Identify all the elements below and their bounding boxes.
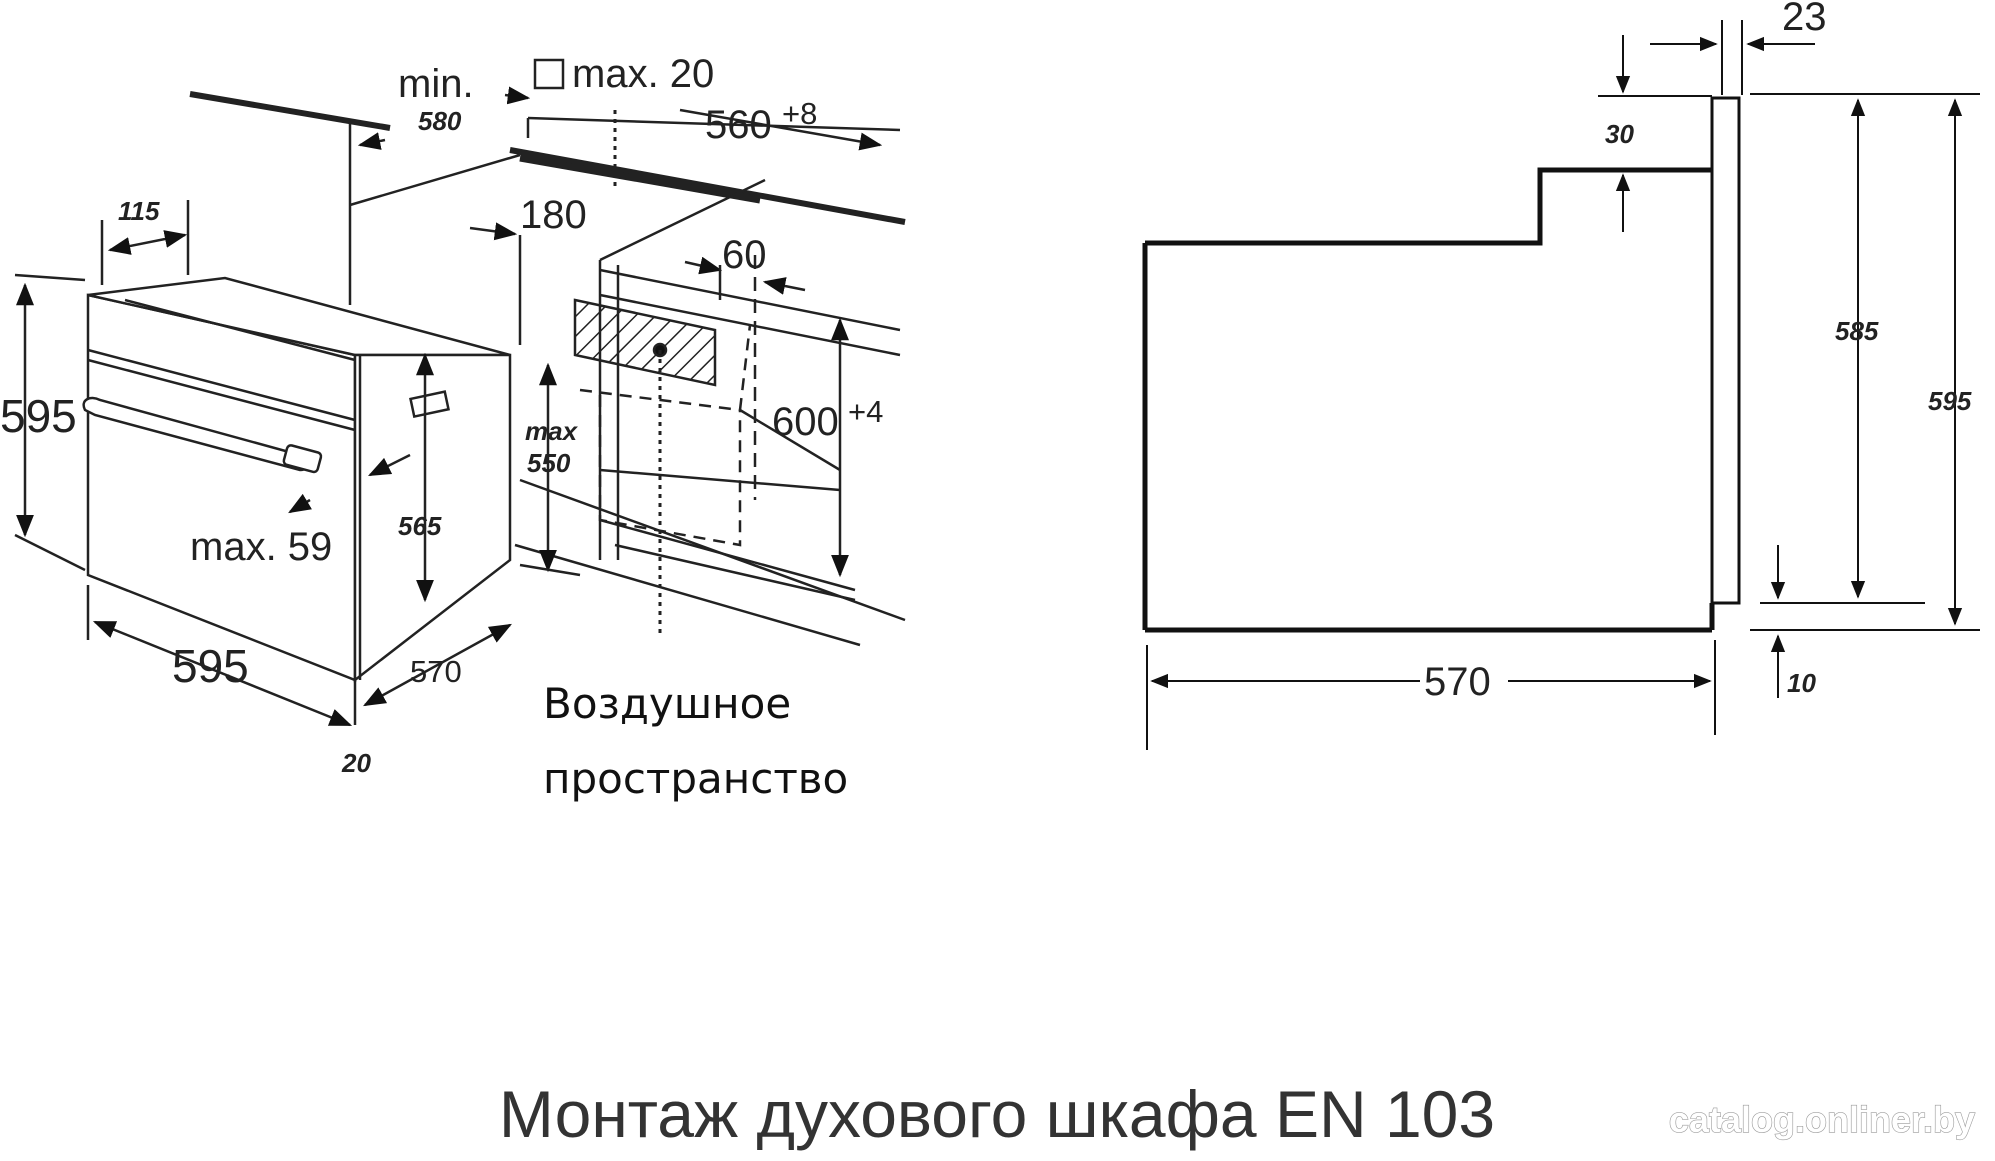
dim-115-line: [107, 230, 188, 255]
label-180: 180: [520, 193, 587, 237]
label-20: 20: [341, 748, 371, 778]
oven-front-panel: [1710, 96, 1741, 605]
dim-595v-tick-top: [14, 273, 86, 282]
label-30: 30: [1605, 119, 1634, 149]
watermark: catalog.onliner.by: [1669, 1099, 1975, 1140]
label-560-tol: +8: [782, 96, 817, 131]
label-oven-width: 595: [172, 640, 249, 692]
dim-580-arrow-r: [504, 86, 531, 105]
floor-line-2: [599, 518, 856, 592]
page-title: Монтаж духового шкафа EN 103: [499, 1077, 1495, 1151]
countertop-slot: [519, 154, 761, 204]
label-60: 60: [722, 233, 767, 277]
label-oven-height: 595: [0, 390, 77, 442]
oven-door-top: [87, 358, 356, 432]
max20-square-icon: [533, 58, 565, 90]
caption-air-space-line2: пространство: [543, 754, 848, 803]
floor-line-3: [514, 543, 861, 647]
ventilation-cutout: [573, 298, 717, 387]
oven-handle-mount: [282, 444, 323, 474]
countertop-edge-left: [189, 91, 391, 131]
label-115: 115: [118, 196, 160, 226]
oven-control-panel-edge: [87, 348, 356, 422]
dim-line-top: [527, 116, 901, 132]
oven-top-edge-inner: [124, 298, 356, 362]
label-max20: max. 20: [572, 52, 714, 96]
label-585: 585: [1835, 316, 1879, 346]
niche-box-dashed-2: [738, 324, 752, 411]
right-drawing: [1142, 20, 1980, 750]
cabinet-top-back: [349, 153, 521, 207]
cabinet-shelf-line: [599, 268, 901, 332]
label-10: 10: [1787, 668, 1816, 698]
niche-back-dashed: [579, 388, 741, 412]
niche-floor-back: [599, 468, 841, 492]
dim-595h-line: [92, 620, 353, 727]
label-570-right: 570: [1424, 660, 1491, 704]
dim-60-arrow-l: [684, 256, 723, 275]
label-560: 560: [705, 103, 772, 147]
label-565: 565: [398, 511, 442, 541]
dim-550-tick: [519, 563, 581, 577]
oven-profile-top: [1145, 167, 1712, 246]
niche-box-dashed: [598, 395, 742, 547]
dim-60-arrow-r: [762, 277, 806, 295]
dim-59-arrow-top: [367, 453, 411, 477]
floor-line-4: [614, 543, 856, 602]
dim-595v-tick-bottom: [14, 533, 86, 572]
label-min: min.: [398, 62, 474, 106]
label-595: 595: [1928, 386, 1972, 416]
caption-air-space-line1: Воздушное: [543, 679, 791, 728]
label-550: 550: [527, 448, 571, 478]
label-max: max: [525, 416, 579, 446]
label-600: 600: [772, 400, 839, 444]
niche-floor-line: [739, 408, 841, 472]
label-570: 570: [410, 654, 462, 689]
cabinet-right-top: [599, 178, 766, 262]
dim-580-arrow: [357, 132, 386, 150]
left-labels: min. 580 max. 20 560 +8 115 180 60 595 6…: [0, 52, 883, 803]
left-drawing: [14, 58, 906, 727]
right-labels: 23 30 585 595 10 570: [1424, 0, 1972, 704]
dim-line-560: [679, 108, 883, 151]
label-580: 580: [418, 106, 462, 136]
dim-570-line: [363, 623, 512, 707]
dim-59-arrow-bottom: [288, 493, 312, 514]
label-max59: max. 59: [190, 525, 332, 569]
oven-front: [86, 293, 357, 682]
dim-180-arrow: [469, 222, 518, 241]
countertop-edge-right: [509, 147, 906, 225]
label-600-tol: +4: [848, 394, 883, 429]
label-23: 23: [1782, 0, 1827, 39]
